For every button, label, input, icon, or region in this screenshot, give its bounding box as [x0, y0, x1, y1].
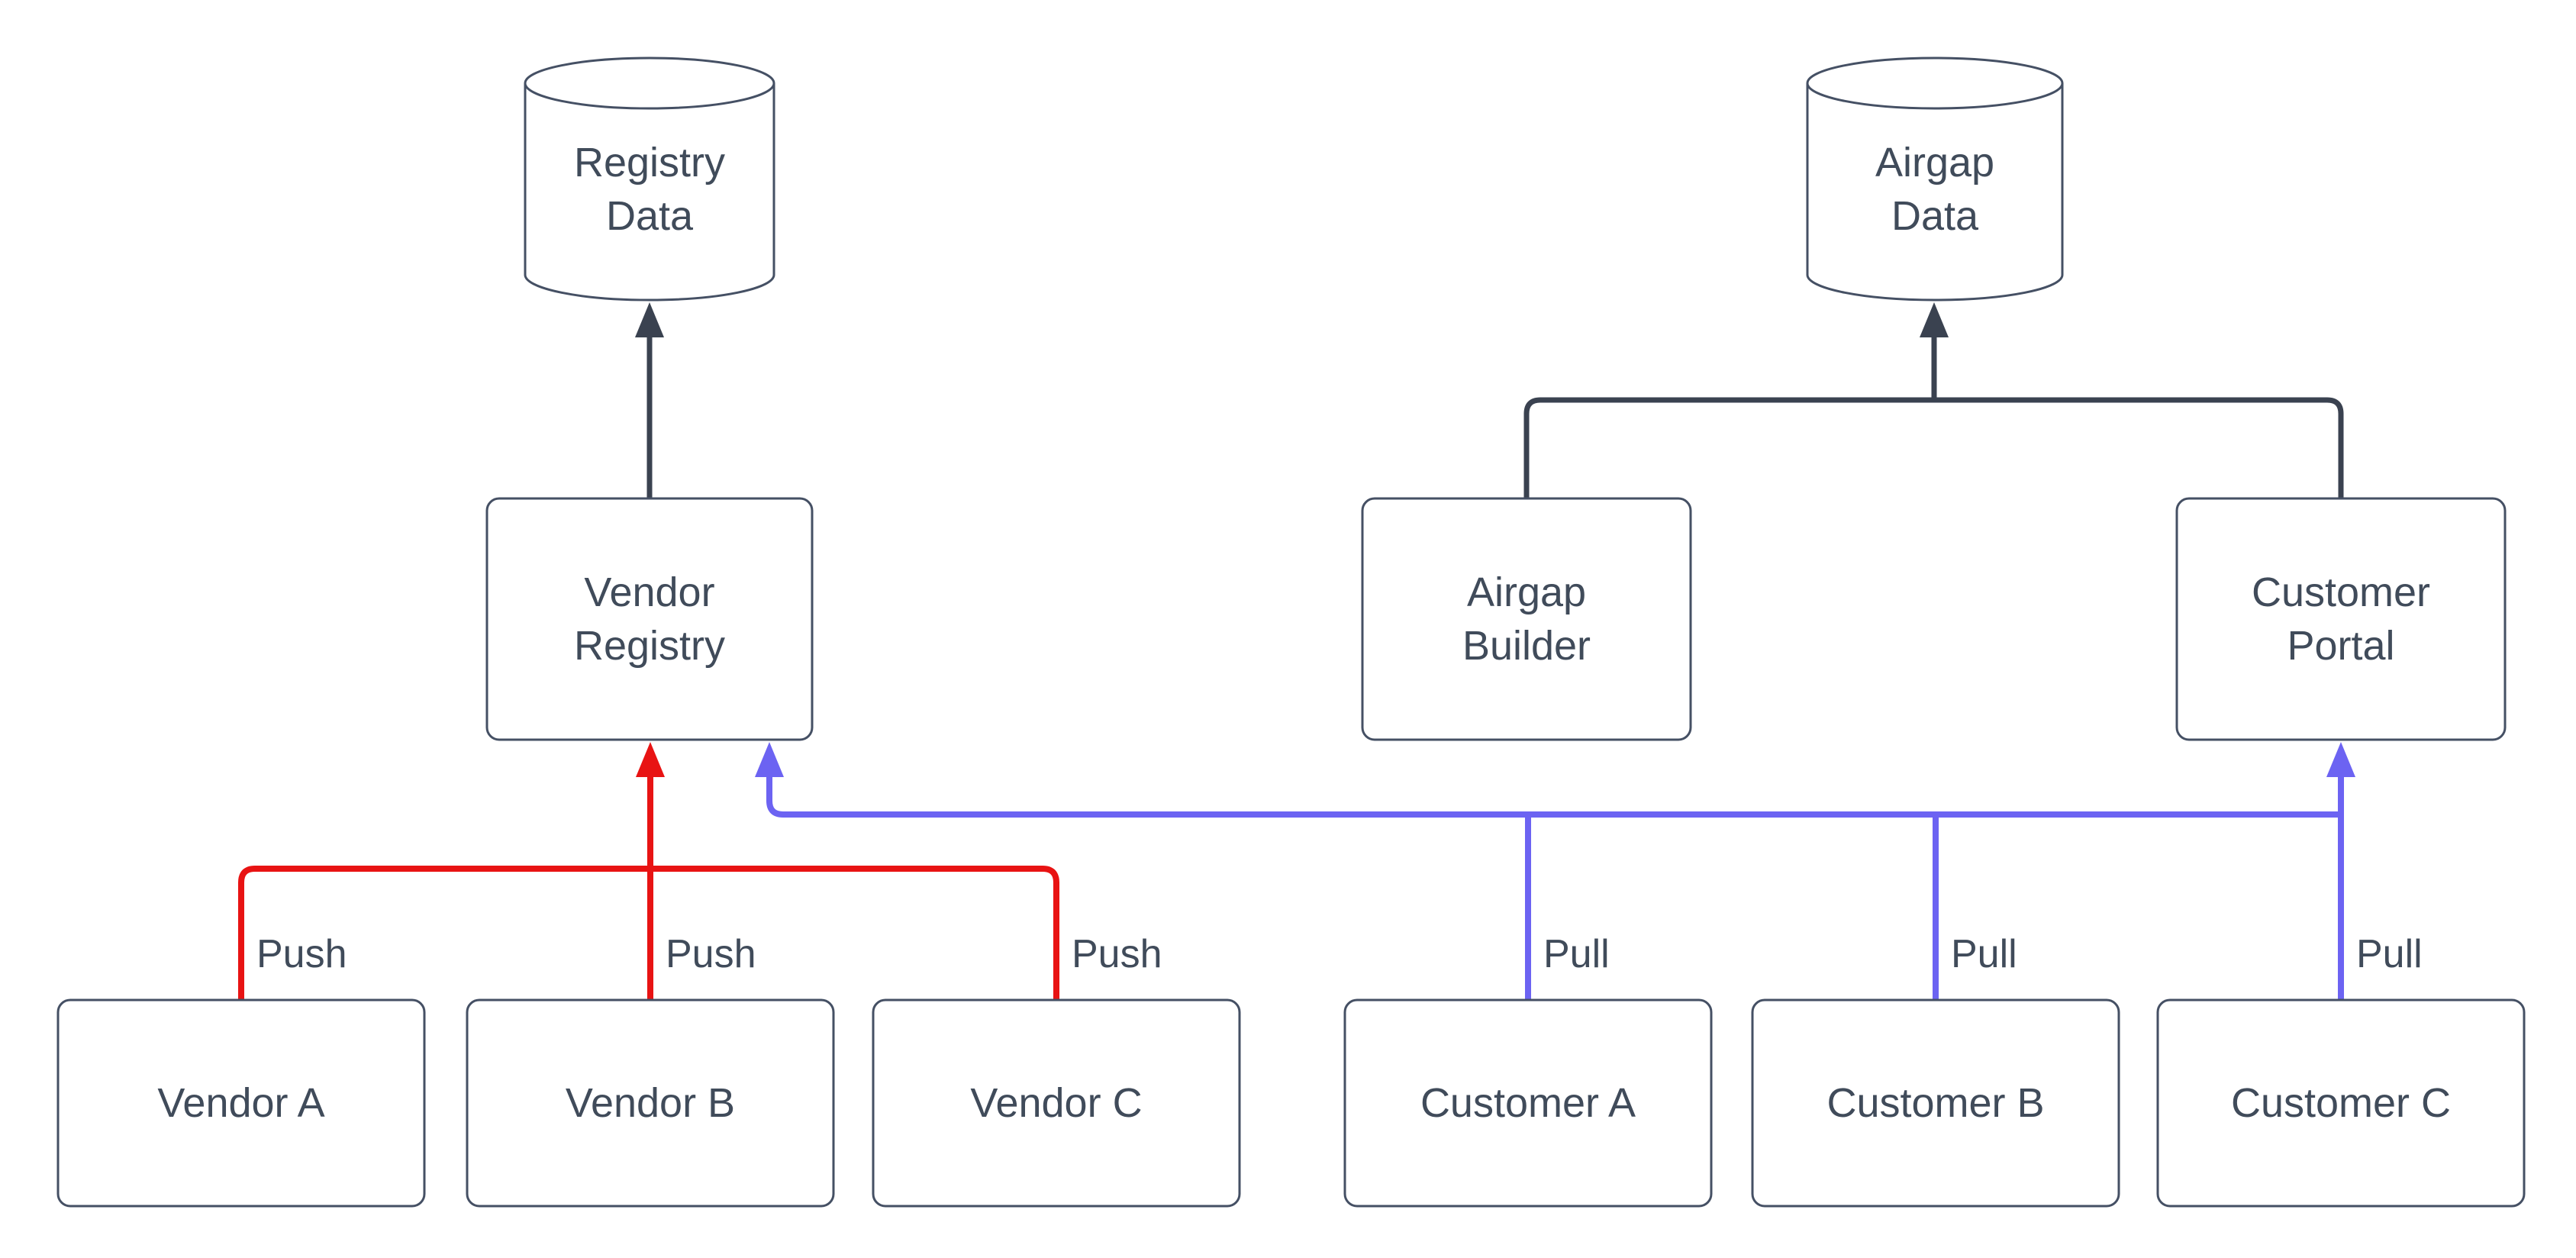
vendor-a-label: Vendor A [157, 1079, 325, 1126]
arrowhead-registry-data [635, 302, 664, 337]
customer-b-label: Customer B [1826, 1079, 2045, 1126]
node-customer-b [1751, 998, 2120, 1208]
customer-a-label: Customer A [1420, 1079, 1636, 1126]
pull-label-customer-c: Pull [2356, 932, 2423, 976]
arrowhead-pull-customer-portal [2326, 742, 2355, 777]
push-label-vendor-c: Push [1072, 932, 1162, 976]
node-vendor-c [872, 998, 1241, 1208]
node-vendor-registry [485, 497, 814, 741]
arrowhead-airgap-data [1920, 302, 1949, 337]
airgap-builder-label: Airgap Builder [1462, 569, 1591, 669]
airgap-data-label: Airgap Data [1875, 139, 1995, 239]
node-customer-a [1343, 998, 1713, 1208]
push-label-vendor-b: Push [666, 932, 756, 976]
node-registry-data [524, 56, 775, 302]
node-customer-c [2156, 998, 2526, 1208]
customer-portal-label: Customer Portal [2251, 569, 2431, 669]
edge-vendor-registry-to-registry-data [635, 302, 664, 498]
pull-label-customer-b: Pull [1951, 932, 2017, 976]
node-vendor-a [56, 998, 426, 1208]
vendor-c-label: Vendor C [970, 1079, 1143, 1126]
arrowhead-push-vendor-registry [636, 742, 665, 777]
edge-push-trunk [238, 742, 1059, 1000]
pull-label-customer-a: Pull [1543, 932, 1610, 976]
push-label-vendor-a: Push [256, 932, 347, 976]
node-airgap-builder [1361, 497, 1692, 741]
registry-data-label: Registry Data [573, 139, 726, 239]
node-vendor-b [466, 998, 835, 1208]
node-airgap-data [1806, 56, 2064, 302]
node-customer-portal [2175, 497, 2507, 741]
edge-airgap-merge [1523, 302, 2344, 498]
arrowhead-pull-vendor-registry [755, 742, 784, 777]
vendor-b-label: Vendor B [565, 1079, 736, 1126]
vendor-registry-label: Vendor Registry [573, 569, 726, 669]
customer-c-label: Customer C [2230, 1079, 2452, 1126]
edge-pull-trunk [755, 742, 2355, 1000]
